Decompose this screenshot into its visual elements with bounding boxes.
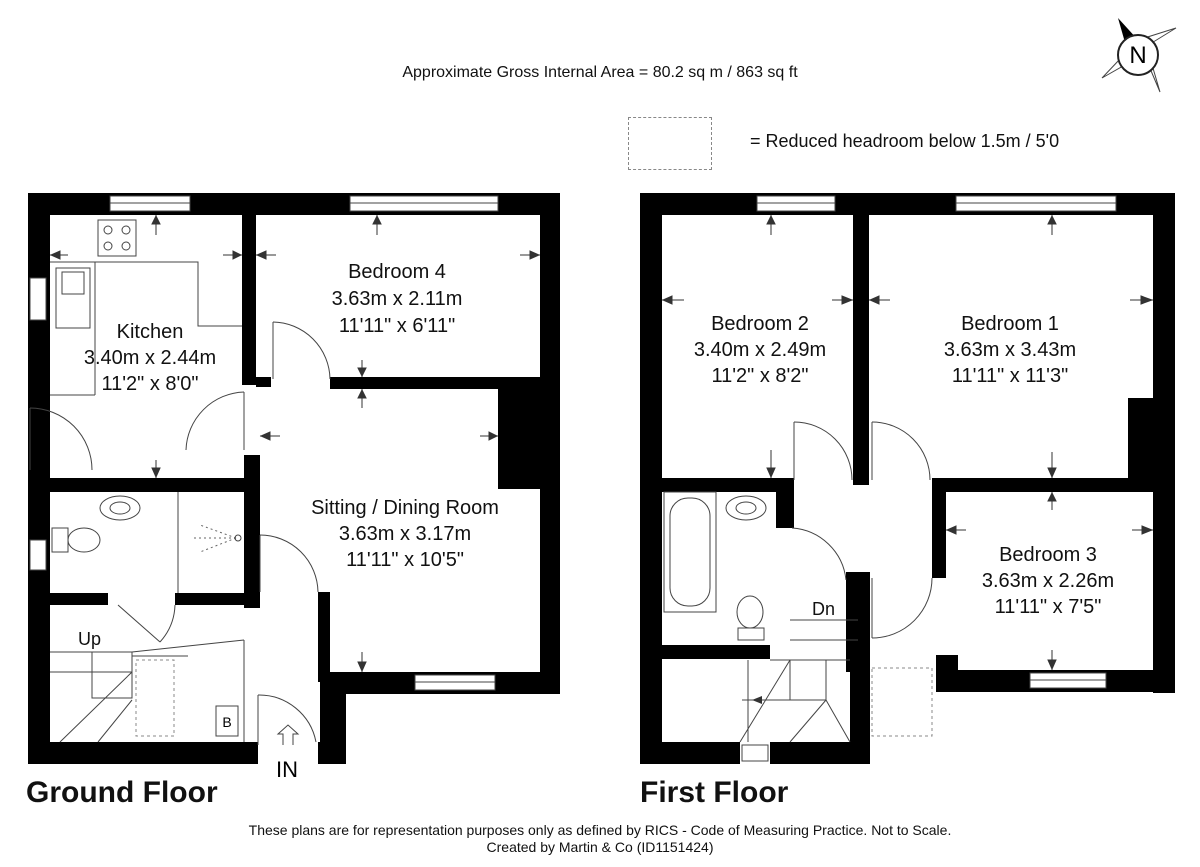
room-bedroom-2-name: Bedroom 2 [711, 313, 809, 335]
first-floor-plan: Bedroom 2 3.40m x 2.49m 11'2" x 8'2" Bed… [640, 193, 1175, 764]
room-sitting-dining-imperial: 11'11" x 10'5" [346, 549, 464, 571]
room-bedroom-4-metric: 3.63m x 2.11m [332, 288, 463, 310]
compass-icon: N [1101, 18, 1177, 93]
creator-credit: Created by Martin & Co (ID1151424) [486, 839, 714, 855]
boiler-label: B [222, 714, 231, 730]
disclaimer-text: These plans are for representation purpo… [248, 822, 952, 838]
room-bedroom-1-name: Bedroom 1 [961, 313, 1059, 335]
room-sitting-dining-name: Sitting / Dining Room [311, 497, 499, 519]
room-bedroom-3-metric: 3.63m x 2.26m [982, 570, 1114, 592]
room-bedroom-3-name: Bedroom 3 [999, 544, 1097, 566]
room-bedroom-1-imperial: 11'11" x 11'3" [952, 365, 1068, 387]
ground-floor-title: Ground Floor [26, 776, 218, 809]
ground-floor-plan: Kitchen 3.40m x 2.44m 11'2" x 8'0" Bedro… [28, 193, 560, 782]
room-bedroom-1-metric: 3.63m x 3.43m [944, 339, 1076, 361]
stairs-down-label: Dn [812, 599, 835, 619]
room-bedroom-2-metric: 3.40m x 2.49m [694, 339, 826, 361]
room-bedroom-4-imperial: 11'11" x 6'11" [339, 315, 455, 337]
first-floor-title: First Floor [640, 776, 789, 809]
entrance-label: IN [276, 757, 298, 782]
room-sitting-dining-metric: 3.63m x 3.17m [339, 523, 471, 545]
stairs-up-label: Up [78, 629, 101, 649]
room-kitchen-imperial: 11'2" x 8'0" [101, 373, 198, 395]
room-bedroom-4-name: Bedroom 4 [348, 261, 446, 283]
room-bedroom-2-imperial: 11'2" x 8'2" [711, 365, 808, 387]
compass-north-label: N [1129, 42, 1146, 69]
reduced-headroom-legend-text: = Reduced headroom below 1.5m / 5'0 [750, 131, 1060, 151]
room-bedroom-3-imperial: 11'11" x 7'5" [995, 596, 1102, 618]
gross-internal-area: Approximate Gross Internal Area = 80.2 s… [402, 64, 798, 81]
room-kitchen-metric: 3.40m x 2.44m [84, 347, 216, 369]
reduced-headroom-legend-swatch [628, 117, 712, 170]
room-kitchen-name: Kitchen [117, 321, 184, 343]
